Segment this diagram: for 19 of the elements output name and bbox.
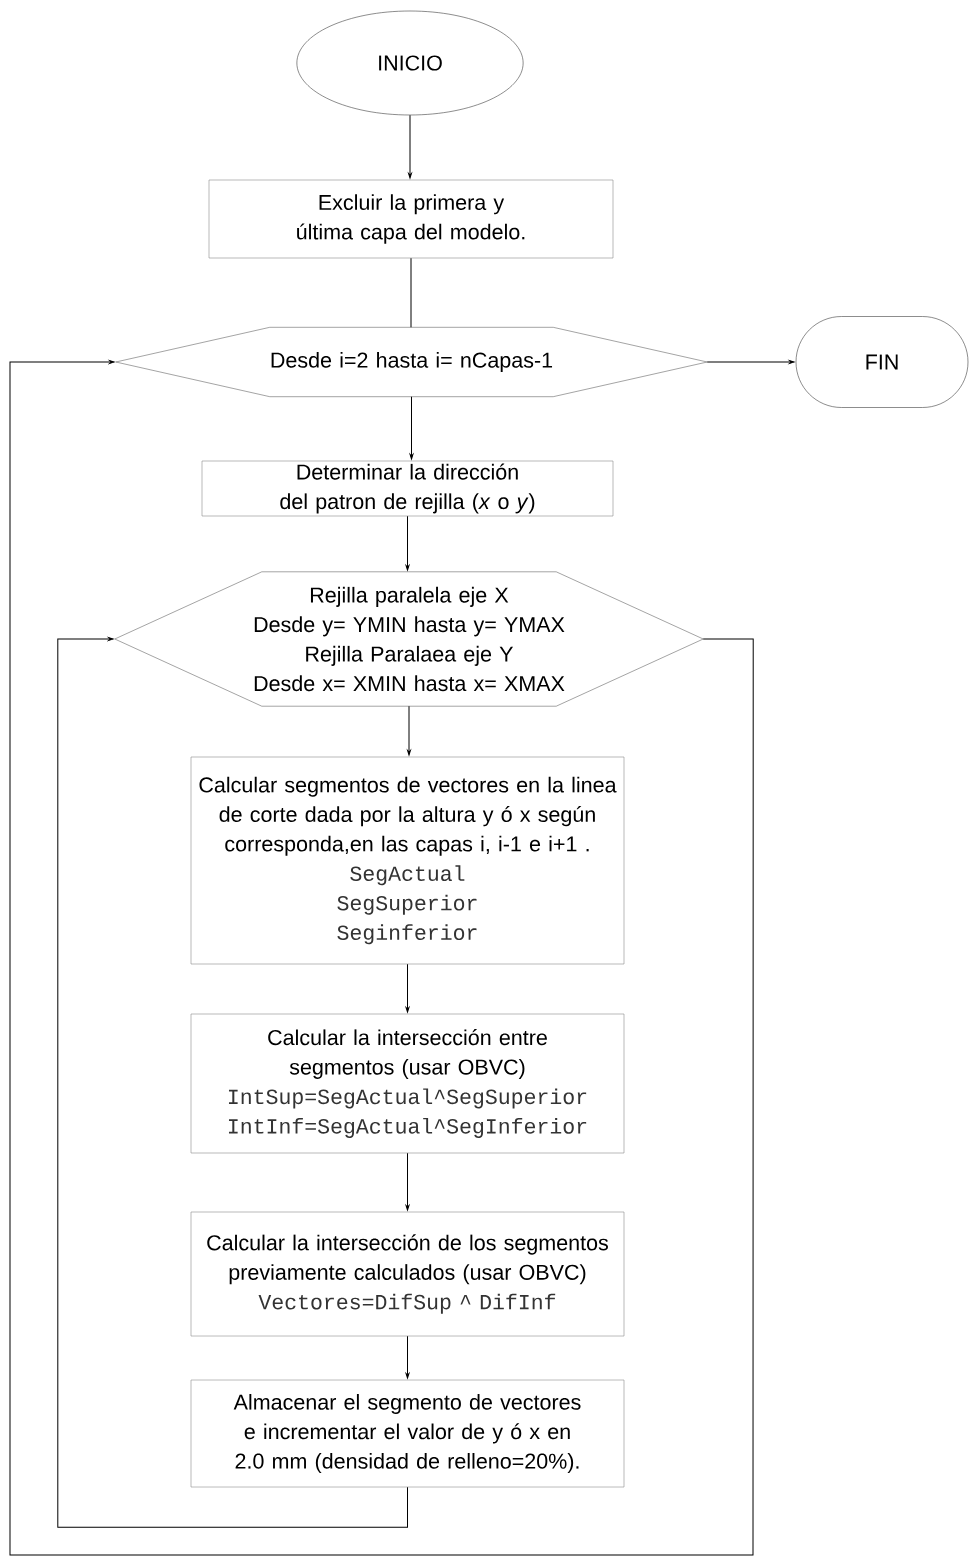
end-terminal: FIN bbox=[795, 316, 969, 408]
process-box: Calcular la intersección de los segmentos previamente calculados (usar OBVC) Vectores=DifSup ^ DifInf bbox=[190, 1211, 625, 1337]
loop-hexagon: Rejilla paralela eje X Desde y= YMIN hasta y= YMAX Rejilla Paralaea eje Y Desde x= XMIN hasta x= XMAX bbox=[114, 571, 704, 707]
arrow bbox=[57, 637, 408, 1528]
process-box: Calcular la intersección entre segmentos (usar OBVC) IntSup=SegActual^SegSuperior IntInf=SegActual^SegInferior bbox=[190, 1013, 625, 1154]
arrow bbox=[408, 114, 412, 179]
process-box: Determinar la dirección del patron de rejilla (x o y) bbox=[201, 460, 614, 517]
arrow bbox=[405, 515, 410, 571]
arrow bbox=[706, 360, 795, 364]
arrow bbox=[405, 1335, 410, 1379]
arrow bbox=[409, 396, 414, 460]
arrow bbox=[9, 360, 754, 1556]
arrow bbox=[407, 705, 411, 756]
process-box: Excluir la primera y última capa del modelo. bbox=[208, 179, 614, 259]
loop-hexagon: Desde i=2 hasta i= nCapas-1 bbox=[115, 327, 708, 397]
process-box: Calcular segmentos de vectores en la linea de corte dada por la altura y ó x según corresponda,en las capas i, i-1 e i+1 . SegActual SegSuperior Seginferior bbox=[190, 756, 625, 965]
arrow bbox=[405, 1152, 410, 1211]
process-box: Almacenar el segmento de vectores e incrementar el valor de y ó x en 2.0 mm (densidad de relleno=20%). bbox=[190, 1379, 625, 1488]
arrow bbox=[405, 963, 410, 1013]
